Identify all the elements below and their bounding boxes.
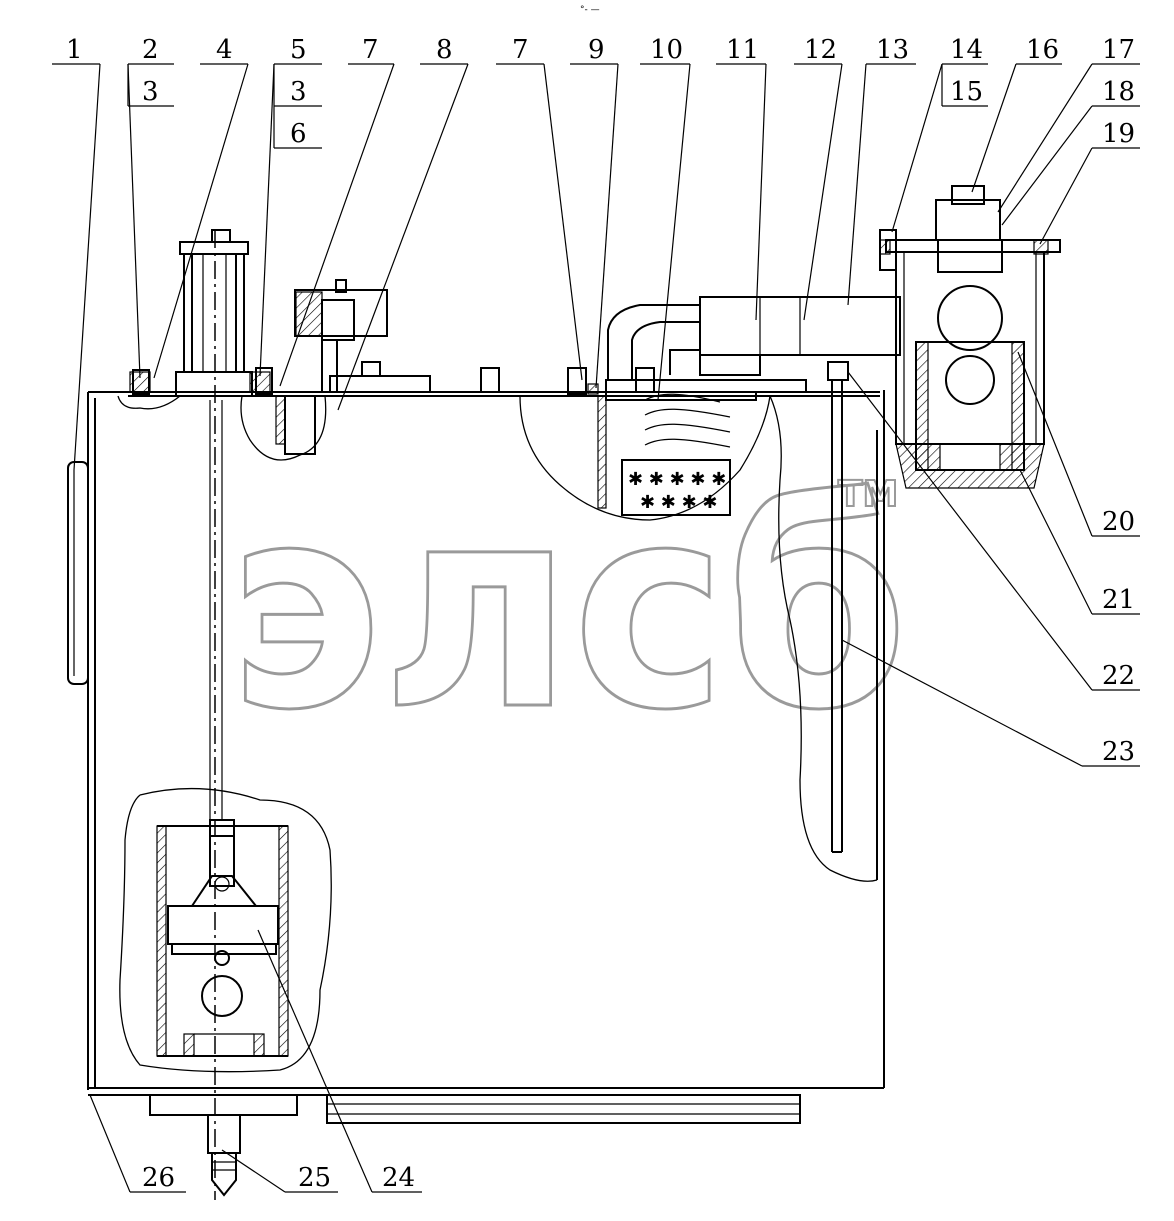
callout-24: 24 bbox=[382, 1163, 415, 1193]
return-pipe bbox=[607, 296, 901, 380]
header-mark: °- — bbox=[580, 5, 600, 15]
callout-18: 18 bbox=[1102, 77, 1135, 107]
filter-housing bbox=[879, 185, 1061, 489]
callout-labels: 1 2 4 5 7 8 7 9 10 11 12 13 14 16 17 3 3… bbox=[66, 35, 1135, 1193]
callout-13: 13 bbox=[876, 35, 909, 65]
callout-leaders bbox=[52, 63, 1140, 1193]
callout-19: 19 bbox=[1102, 119, 1135, 149]
callout-5: 5 bbox=[290, 35, 307, 65]
section-break-strainer bbox=[119, 787, 332, 1073]
svg-text:✱ ✱ ✱ ✱ ✱: ✱ ✱ ✱ ✱ ✱ bbox=[628, 469, 726, 490]
callout-8: 8 bbox=[436, 35, 453, 65]
callout-16: 16 bbox=[1026, 35, 1059, 65]
filler-cap bbox=[294, 279, 431, 393]
callout-25: 25 bbox=[298, 1163, 331, 1193]
callout-10: 10 bbox=[650, 35, 683, 65]
trademark-symbol: TM bbox=[838, 474, 898, 515]
level-gauge-rod bbox=[827, 361, 849, 853]
callout-14: 14 bbox=[950, 35, 983, 65]
return-filter: ✱ ✱ ✱ ✱ ✱ ✱ ✱ ✱ ✱ bbox=[597, 379, 807, 516]
callout-23: 23 bbox=[1102, 737, 1135, 767]
callout-2: 2 bbox=[142, 35, 159, 65]
callout-9: 9 bbox=[588, 35, 605, 65]
callout-3b: 3 bbox=[290, 77, 307, 107]
breather-filter bbox=[129, 229, 271, 397]
suction-strainer bbox=[156, 819, 289, 1057]
callout-6: 6 bbox=[290, 119, 307, 149]
tank-base bbox=[149, 1094, 801, 1197]
callout-22: 22 bbox=[1102, 661, 1135, 691]
callout-20: 20 bbox=[1102, 507, 1135, 537]
callout-26: 26 bbox=[142, 1163, 175, 1193]
callout-7a: 7 bbox=[362, 35, 379, 65]
watermark-logo: элсб bbox=[228, 446, 908, 772]
callout-1: 1 bbox=[66, 35, 83, 65]
callout-12: 12 bbox=[804, 35, 837, 65]
callout-7b: 7 bbox=[512, 35, 529, 65]
section-break-inlet bbox=[240, 395, 327, 461]
callout-15: 15 bbox=[950, 77, 983, 107]
section-break-left bbox=[117, 395, 181, 410]
section-break-filter bbox=[519, 395, 771, 521]
callout-21: 21 bbox=[1102, 585, 1135, 615]
section-break-right bbox=[769, 395, 878, 882]
callout-4: 4 bbox=[216, 35, 233, 65]
svg-text:✱ ✱ ✱ ✱: ✱ ✱ ✱ ✱ bbox=[640, 492, 718, 513]
callout-11: 11 bbox=[726, 35, 759, 65]
callout-17: 17 bbox=[1102, 35, 1135, 65]
callout-3a: 3 bbox=[142, 77, 159, 107]
